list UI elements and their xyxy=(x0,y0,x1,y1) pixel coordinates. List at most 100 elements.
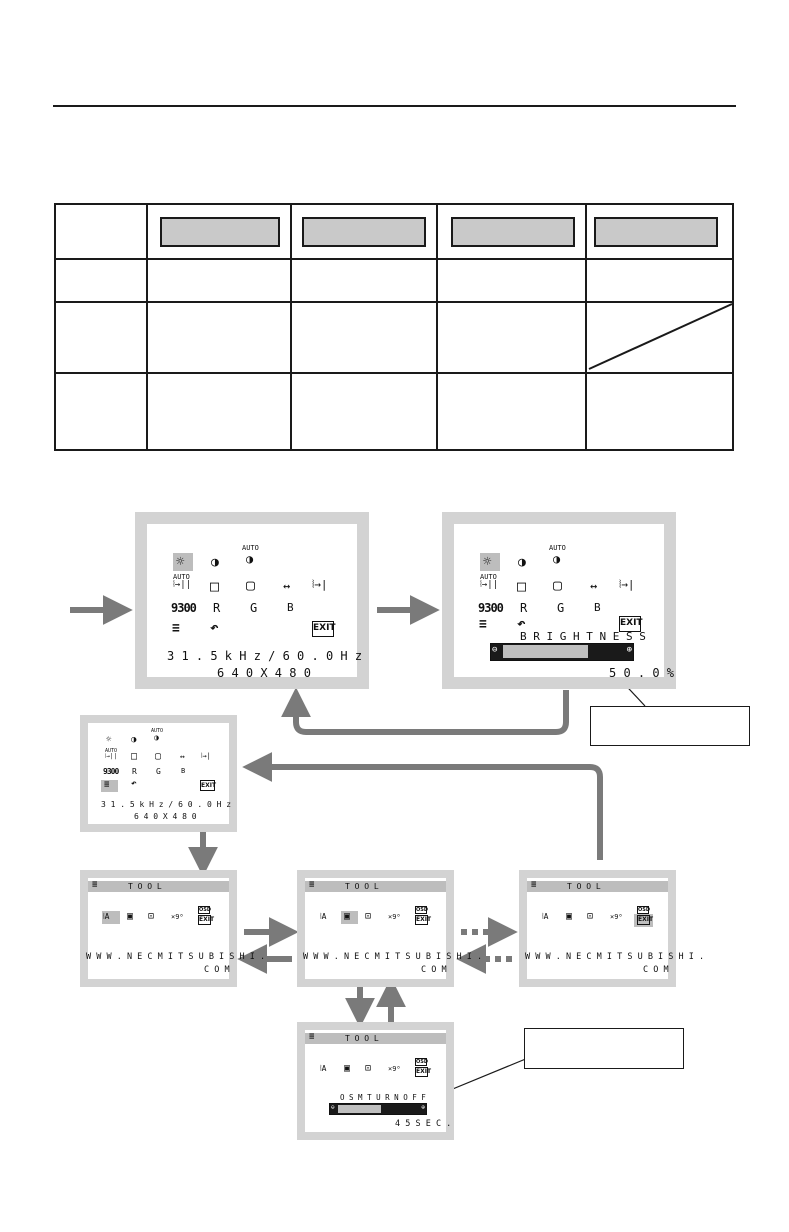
h-size-icon: ↔ xyxy=(590,579,598,593)
tool-title-bar xyxy=(305,881,446,892)
tool-icon: ≡ xyxy=(309,880,315,890)
red-icon: R xyxy=(520,601,528,615)
osm-turn-off-slider[interactable]: ⊖ ⊕ xyxy=(329,1103,427,1115)
contrast-icon: ◑ xyxy=(518,555,526,570)
osm-turn-off-label: O S M T U R N O F F xyxy=(340,1093,426,1102)
table-col-divider xyxy=(436,205,438,449)
osm-position-icon: ▣ xyxy=(566,911,573,922)
auto-contrast-icon: ◑ xyxy=(246,552,254,566)
table-col-divider xyxy=(585,205,587,449)
tool-icon: ≡ xyxy=(479,617,487,632)
auto-contrast-icon: ◑ xyxy=(553,552,561,566)
left-right-icon: □ xyxy=(210,577,220,595)
back-to-menu-arrow xyxy=(281,687,569,735)
exit-icon: EXIT xyxy=(637,915,654,925)
tool-title: T O O L xyxy=(345,1034,379,1043)
green-icon: G xyxy=(557,601,565,615)
tool-title: T O O L xyxy=(345,882,379,891)
exit-icon: EXIT xyxy=(200,780,217,791)
plus-icon: ⊕ xyxy=(626,645,632,655)
table-row-divider xyxy=(56,372,732,374)
red-icon: R xyxy=(213,601,221,615)
url-line2: C O M xyxy=(421,965,447,975)
osm-position-icon: ▣ xyxy=(344,1063,351,1074)
tool-icon: ≡ xyxy=(92,880,98,890)
table-row-divider xyxy=(56,258,732,260)
exit-icon: EXIT xyxy=(415,1067,432,1077)
frequency-readout: 3 1 . 5 k H z / 6 0 . 0 H z xyxy=(101,800,232,809)
url-line1: W W W . N E C M I T S U B I S H I . xyxy=(303,952,483,962)
reset-icon: ↶ xyxy=(131,779,137,789)
table-header-button xyxy=(451,217,575,247)
brightness-icon: ☼ xyxy=(176,554,185,570)
brightness-value: 5 0 . 0 % xyxy=(609,666,675,680)
brightness-slider[interactable]: ⊖ ⊕ xyxy=(490,643,634,661)
down-up-icon: ▢ xyxy=(553,576,563,594)
osm-position-icon: ▣ xyxy=(127,911,134,922)
language-icon: ⦚A xyxy=(320,1064,327,1073)
osd-icon: OSD xyxy=(637,906,651,914)
color-9300-icon: 9300 xyxy=(478,601,504,615)
tool-icon: ≡ xyxy=(172,621,180,636)
osm-lock-icon: ⊡ xyxy=(365,911,372,922)
osd-osm-turn-off-screen: ≡ T O O L ⦚A ▣ ⊡ ×9⁰ OSD EXIT O S M T U … xyxy=(297,1022,454,1140)
tool-return-arrow xyxy=(242,752,603,860)
resolution-readout: 6 4 0 X 4 8 0 xyxy=(134,812,197,821)
auto-adjust-icon: ⦚→|| xyxy=(480,580,499,590)
osm-callout-box xyxy=(524,1028,684,1069)
down-up-icon: ▢ xyxy=(155,751,162,762)
table-header-button xyxy=(594,217,718,247)
osd-icon: OSD xyxy=(415,906,429,914)
color-9300-icon: 9300 xyxy=(171,601,197,615)
brightness-icon: ☼ xyxy=(483,554,492,570)
osm-lock-icon: ⊡ xyxy=(148,911,155,922)
selection-highlight xyxy=(173,553,193,571)
osm-turnoff-icon: ×9⁰ xyxy=(171,913,184,921)
tool-title-bar xyxy=(527,881,668,892)
osm-turnoff-icon: ×9⁰ xyxy=(388,1065,401,1073)
contrast-icon: ◑ xyxy=(211,555,219,570)
tool-title: T O O L xyxy=(128,882,162,891)
frequency-readout: 3 1 . 5 k H z / 6 0 . 0 H z xyxy=(167,649,363,663)
osm-turn-off-slider-fill xyxy=(338,1105,381,1113)
selection-highlight xyxy=(341,911,358,924)
osm-lock-icon: ⊡ xyxy=(587,911,594,922)
auto-adjust-icon: ⦚→|| xyxy=(173,580,192,590)
osm-turnoff-icon: ×9⁰ xyxy=(388,913,401,921)
left-right-icon: □ xyxy=(517,577,527,595)
exit-icon: EXIT xyxy=(198,915,215,925)
selection-highlight xyxy=(634,914,653,927)
tool-title: T O O L xyxy=(567,882,601,891)
osd-main-menu-screen: ☼ ◑ AUTO ◑ AUTO ⦚→|| □ ▢ ↔ ⦚→| 9300 R G … xyxy=(135,512,369,689)
table-header-button xyxy=(302,217,426,247)
tool-icon: ≡ xyxy=(309,1032,315,1042)
osm-position-icon: ▣ xyxy=(344,911,351,922)
brightness-icon: ☼ xyxy=(106,735,112,745)
osd-icon: OSD xyxy=(198,906,212,914)
url-line2: C O M xyxy=(643,965,669,975)
auto-contrast-label: AUTO xyxy=(242,544,259,552)
down-up-icon: ▢ xyxy=(246,576,256,594)
language-icon: ⦚A xyxy=(320,912,327,921)
red-icon: R xyxy=(132,767,137,776)
brightness-label: B R I G H T N E S S xyxy=(520,630,646,643)
auto-adjust-label: AUTO xyxy=(105,748,118,754)
button-function-table xyxy=(54,203,734,451)
osm-callout-leader xyxy=(442,1057,529,1094)
fine-icon: ⦚→| xyxy=(619,578,635,591)
selection-highlight xyxy=(102,911,120,924)
tool-title-bar xyxy=(88,881,229,892)
plus-icon: ⊕ xyxy=(421,1104,425,1111)
auto-contrast-label: AUTO xyxy=(549,544,566,552)
auto-adjust-label: AUTO xyxy=(173,573,190,581)
exit-icon: EXIT xyxy=(415,915,432,925)
exit-icon: EXIT xyxy=(619,616,643,632)
blue-icon: B xyxy=(287,601,294,614)
table-row-divider xyxy=(56,301,732,303)
left-right-icon: □ xyxy=(131,751,138,762)
minus-icon: ⊖ xyxy=(492,645,498,655)
reset-icon: ↶ xyxy=(517,616,526,632)
osd-tool-screen-3: ≡ T O O L ⦚A ▣ ⊡ ×9⁰ OSD EXIT W W W . N … xyxy=(519,870,704,987)
selection-highlight xyxy=(101,780,118,792)
